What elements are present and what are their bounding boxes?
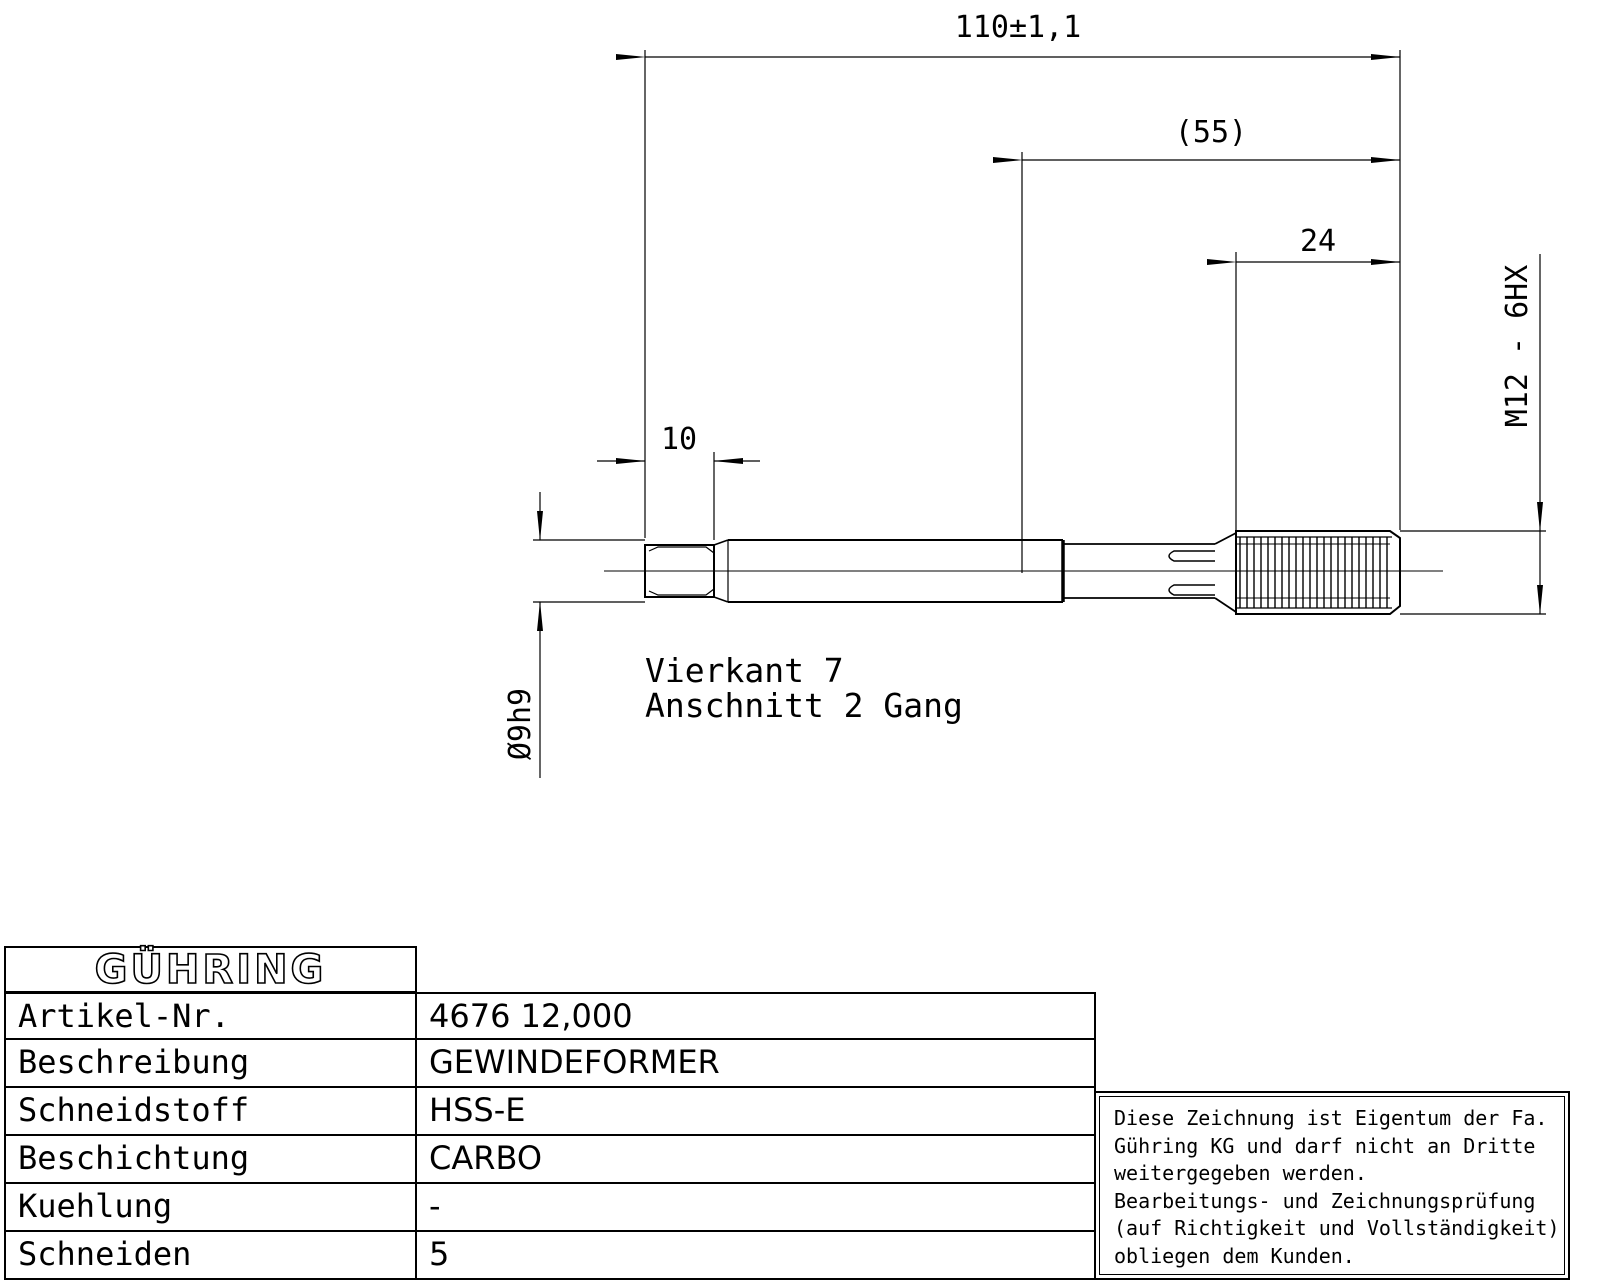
copyright-notice: Diese Zeichnung ist Eigentum der Fa. Güh… bbox=[1094, 1091, 1570, 1280]
dim-overall-length: 110±1,1 bbox=[955, 10, 1081, 45]
row-cutting-material: Schneidstoff HSS-E bbox=[4, 1088, 1096, 1136]
tap-tool bbox=[644, 530, 1401, 615]
dim-neck-length: (55) bbox=[1175, 115, 1247, 150]
notice-line: Gühring KG und darf nicht an Dritte bbox=[1114, 1133, 1536, 1158]
value-cooling: - bbox=[429, 1187, 441, 1225]
label-cutting-material: Schneidstoff bbox=[6, 1088, 417, 1134]
logo-cell: GÜHRING bbox=[4, 946, 417, 993]
notice-line: (auf Richtigkeit und Vollständigkeit) bbox=[1114, 1216, 1560, 1240]
dim-square-length: 10 bbox=[661, 422, 697, 457]
note-square: Vierkant 7 bbox=[645, 651, 844, 690]
row-cooling: Kuehlung - bbox=[4, 1184, 1096, 1232]
notice-line: Bearbeitungs- und Zeichnungsprüfung bbox=[1114, 1188, 1536, 1213]
label-cooling: Kuehlung bbox=[6, 1184, 417, 1230]
copyright-notice-inner: Diese Zeichnung ist Eigentum der Fa. Güh… bbox=[1099, 1096, 1565, 1275]
title-block-rows: Artikel-Nr. 4676 12,000 Beschreibung GEW… bbox=[4, 992, 1096, 1280]
notice-line: weitergegeben werden. bbox=[1114, 1161, 1367, 1185]
value-cutting-edges: 5 bbox=[429, 1235, 450, 1273]
notice-line: Diese Zeichnung ist Eigentum der Fa. bbox=[1114, 1106, 1548, 1130]
dim-thread-spec: M12 - 6HX bbox=[1500, 265, 1535, 428]
thread-ticks bbox=[1239, 537, 1388, 608]
guehring-logo: GÜHRING bbox=[94, 946, 327, 993]
row-description: Beschreibung GEWINDEFORMER bbox=[4, 1040, 1096, 1088]
value-cutting-material: HSS-E bbox=[429, 1091, 526, 1129]
dim-shank-diameter: Ø9h9 bbox=[503, 688, 538, 760]
label-description: Beschreibung bbox=[6, 1040, 417, 1086]
notice-line: obliegen dem Kunden. bbox=[1114, 1243, 1355, 1268]
note-chamfer: Anschnitt 2 Gang bbox=[645, 686, 963, 725]
label-coating: Beschichtung bbox=[6, 1136, 417, 1182]
value-description: GEWINDEFORMER bbox=[429, 1043, 720, 1081]
value-article-number: 4676 12,000 bbox=[429, 997, 633, 1035]
dim-thread-length: 24 bbox=[1300, 224, 1336, 259]
row-article-number: Artikel-Nr. 4676 12,000 bbox=[4, 992, 1096, 1040]
row-coating: Beschichtung CARBO bbox=[4, 1136, 1096, 1184]
label-cutting-edges: Schneiden bbox=[6, 1232, 417, 1278]
value-coating: CARBO bbox=[429, 1139, 543, 1177]
technical-drawing: 110±1,1 (55) 24 10 M12 - 6HX Ø9h9 Vierka… bbox=[503, 10, 1546, 778]
row-cutting-edges: Schneiden 5 bbox=[4, 1232, 1096, 1280]
title-block: GÜHRING Artikel-Nr. 4676 12,000 Beschrei… bbox=[4, 946, 1096, 1280]
label-article-number: Artikel-Nr. bbox=[6, 994, 417, 1038]
